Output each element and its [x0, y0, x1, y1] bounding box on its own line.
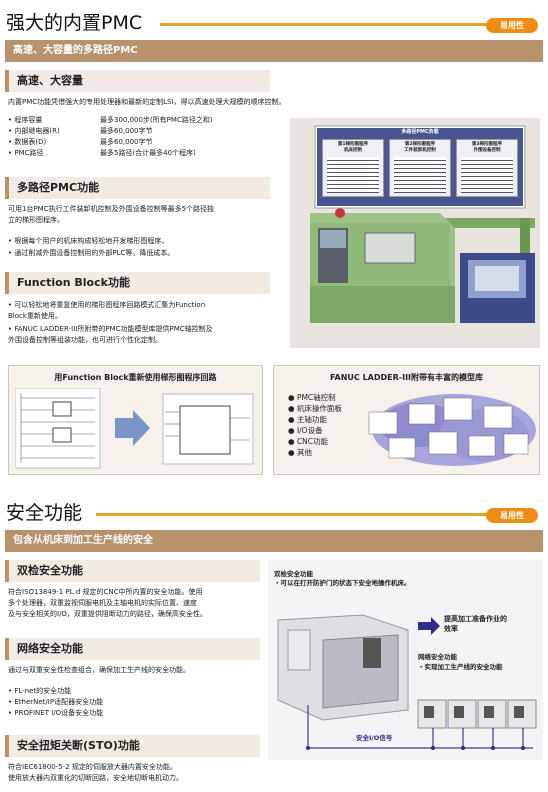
network-bullet: • FL-net的安全功能 — [8, 687, 72, 695]
subheading-network-safety: 网络安全功能 — [5, 638, 260, 660]
usability-badge: 易用性 — [486, 18, 538, 33]
model-library-panel: FANUC LADDER-III附带有丰富的模型库 ● PMC轴控制 ● 机床操… — [273, 365, 540, 475]
high-speed-desc: 内置PMC功能凭借强大的专用处理器和最新的定制LSI，得以高速处理大规模的顺序控… — [8, 98, 286, 106]
library-item: ● 其他 — [288, 448, 312, 457]
multipath-desc-2: 立的梯形图程序。 — [8, 216, 64, 224]
ladder-program-box-1: 第1梯形图程序 机床控制 — [322, 139, 384, 197]
panel-title-model-library: FANUC LADDER-III附带有丰富的模型库 — [329, 373, 484, 382]
fb-bullet-2a: • FANUC LADDER-III所附带的PMC功能模型库提供PMC轴控制及 — [8, 325, 213, 333]
ladder-program-box-3: 第3梯形图程序 外围设备控制 — [456, 139, 518, 197]
subheading-multipath: 多路径PMC功能 — [5, 177, 270, 199]
library-cloud-illustration — [368, 394, 536, 466]
network-safety-desc: 通过与双重安全性检查组合，确保加工生产线的安全功能。 — [8, 666, 190, 674]
safety-machines-svg — [277, 614, 537, 750]
library-item: ● PMC轴控制 — [288, 393, 336, 402]
title-underline — [160, 23, 490, 26]
function-block-panel: 用Function Block重新使用梯形图程序回路 — [8, 365, 263, 475]
ladder-lines — [461, 157, 513, 193]
multipath-bullet: • 根据每个用户的机床构成轻松地开发梯形图程序。 — [8, 237, 169, 245]
section-title-safety: 安全功能 — [6, 502, 83, 524]
usability-badge: 易用性 — [486, 508, 538, 523]
panel-title-function-block: 用Function Block重新使用梯形图程序回路 — [54, 373, 217, 382]
figure-network-title: 网络安全功能 — [418, 653, 457, 661]
fb-bullet-2b: 外围设备控制等组装功能，也可进行个性化定制。 — [8, 336, 162, 344]
safety-illustration: 双检安全功能 ・可以在打开防护门的状态下安全地操作机床。 提高加工准备作业的效率… — [268, 560, 543, 760]
fb-bullet-1b: Block重新使用。 — [8, 312, 62, 320]
sto-line-2: 使用放大器内双重化的切断回路，安全地切断电机动力。 — [8, 774, 183, 782]
subheading-sto: 安全扭矩关断(STO)功能 — [5, 735, 260, 757]
spec-row: • 程序容量最多300,000步(所有PMC路径之和) — [8, 116, 213, 124]
library-item: ● 主轴功能 — [288, 415, 327, 424]
dual-check-line-2: 多个处理器，双重监视伺服电机及主轴电机的实际位置、速度 — [8, 599, 197, 607]
section-title-pmc: 强大的内置PMC — [6, 12, 143, 34]
subheading-dual-check: 双检安全功能 — [5, 560, 260, 582]
network-bullet: • EtherNet/IP适配器安全功能 — [8, 698, 104, 706]
figure-dual-check-note: ・可以在打开防护门的状态下安全地操作机床。 — [274, 579, 411, 587]
network-bullet: • PROFINET I/O设备安全功能 — [8, 709, 104, 717]
subheading-function-block: Function Block功能 — [5, 272, 270, 294]
figure-dual-check-title: 双检安全功能 — [274, 570, 313, 578]
ladder-program-box-2: 第2梯形图程序 工件装卸机控制 — [389, 139, 451, 197]
dual-check-line-1: 符合ISO13849-1 PL d 规定的CNC中所内置的安全功能。使用 — [8, 588, 203, 596]
multipath-desc-1: 可用1台PMC执行工件装卸机控制及外围设备控制等最多5个路径独 — [8, 205, 215, 213]
fb-bullet-1a: • 可以轻松地将重复使用的梯形图程序回路模式汇集为Function — [8, 301, 206, 309]
figure-efficiency-label: 提高加工准备作业的效率 — [444, 615, 507, 633]
ladder-lines — [327, 157, 379, 193]
library-item: ● I/O设备 — [288, 426, 323, 435]
model-library-list: ● PMC轴控制 ● 机床操作面板 ● 主轴功能 ● I/O设备 ● CNC功能… — [288, 392, 342, 458]
multipath-bullet: • 通过削减外围设备控制用的外部PLC等，降低成本。 — [8, 249, 175, 257]
section-band-safety: 包含从机床到加工生产线的安全 — [5, 530, 543, 552]
spec-row: • PMC路径最多5路径(合计最多40个程序) — [8, 149, 196, 157]
title-underline — [96, 513, 490, 516]
multipath-diagram: 多路径PMC负载 第1梯形图程序 机床控制 第2梯形图程序 工件装卸机控制 第3… — [318, 129, 522, 200]
spec-list: • 程序容量最多300,000步(所有PMC路径之和) • 内部继电器(R)最多… — [8, 115, 268, 159]
sto-line-1: 符合IEC61800-5-2 规定的伺服放大器内置安全功能。 — [8, 763, 177, 771]
library-item: ● 机床操作面板 — [288, 404, 342, 413]
dual-check-line-3: 及与安全相关的I/O，双重提供阻断动力的路径，确保高安全性。 — [8, 610, 207, 618]
subheading-high-speed: 高速、大容量 — [5, 70, 270, 92]
figure-signal-label: 安全I/O信号 — [356, 734, 393, 742]
function-block-diagram — [15, 388, 254, 469]
diagram-title: 多路径PMC负载 — [401, 129, 439, 135]
library-item: ● CNC功能 — [288, 437, 329, 446]
ladder-lines — [394, 157, 446, 193]
figure-network-note: ・实现加工生产线的安全功能 — [418, 663, 503, 671]
section-band-pmc: 高速、大容量的多路径PMC — [5, 40, 543, 62]
spec-row: • 内部继电器(R)最多60,000字节 — [8, 127, 153, 135]
spec-row: • 数据表(D)最多60,000字节 — [8, 138, 153, 146]
